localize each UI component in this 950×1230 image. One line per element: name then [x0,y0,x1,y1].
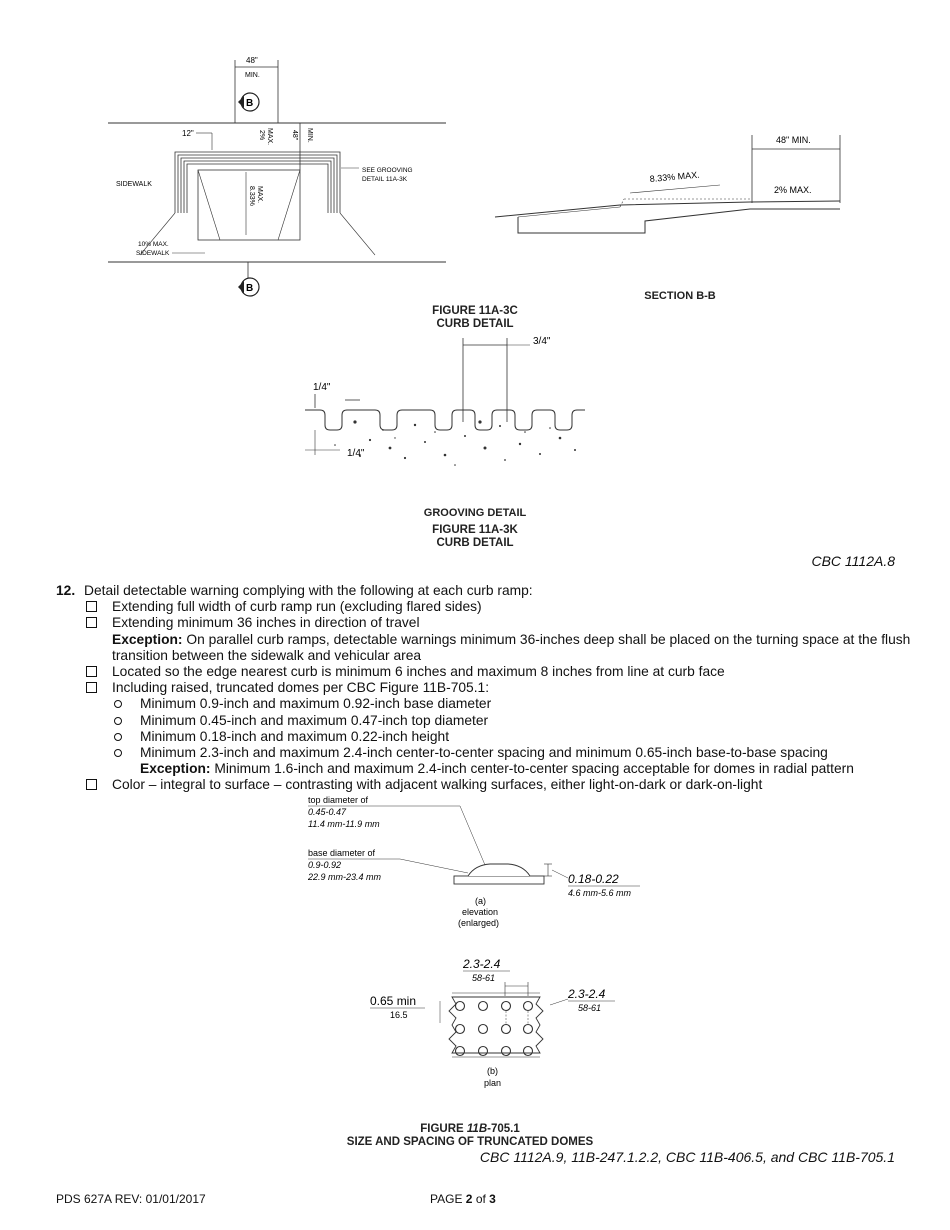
sidewalk-10-label-2: SIDEWALK [136,250,170,257]
figure-11a-3k-title: FIGURE 11A-3K CURB DETAIL [432,524,518,549]
checkbox-icon [86,617,97,629]
checkbox-icon [86,682,97,694]
height-label-1: 0.18-0.22 [568,872,619,886]
page-number: PAGE 2 of 3 [430,1192,496,1206]
dim-12-label: 12" [182,129,194,138]
dim-min-side: MIN. [306,128,313,143]
see-grooving-2: DETAIL 11A-3K [362,176,408,183]
dim-min-label: MIN. [245,72,260,79]
exception-note: Exception: Minimum 1.6-inch and maximum … [140,761,854,777]
spacing-top-1: 2.3-2.4 [462,957,501,971]
slope-833-label: 8.33% [248,186,255,206]
sidewalk-10-label-1: 10% MAX. [138,241,169,248]
spacing-top-2: 58-61 [472,973,495,983]
truncated-dome-figure: top diameter of 0.45-0.47 11.4 mm-11.9 m… [307,795,640,1088]
slope-2pct-max: MAX. [266,128,273,145]
groove-14-bottom: 1/4" [347,448,365,459]
exception-note: Exception: On parallel curb ramps, detec… [112,631,911,663]
section-bb-title: SECTION B-B [644,290,716,302]
section-intro: Detail detectable warning complying with… [84,583,533,598]
top-diameter-1: top diameter of [308,795,369,805]
bb-2pct-label: 2% MAX. [774,185,812,195]
base-diameter-1: base diameter of [308,848,376,858]
groove-14-top: 1/4" [313,382,331,393]
cbc-reference-1: CBC 1112A.8 [811,553,895,569]
grooving-detail-title: GROOVING DETAIL [423,507,527,519]
form-revision: PDS 627A REV: 01/01/2017 [56,1192,206,1206]
checklist-item: Including raised, truncated domes per CB… [56,680,916,696]
see-grooving-1: SEE GROOVING [362,167,413,174]
base-min-2: 16.5 [390,1010,408,1020]
checklist-item: Located so the edge nearest curb is mini… [56,664,916,680]
plan-label-2: plan [484,1078,501,1088]
section-number: 12. [56,583,76,598]
elevation-label-2: elevation [462,907,498,917]
curb-ramp-plan-figure: 48" MIN. B 12" 2% MAX. 48" MIN. SEE GROO… [108,56,446,297]
dim-48-label: 48" [246,56,258,65]
bullet-circle-icon [114,749,122,758]
base-diameter-3: 22.9 mm-23.4 mm [307,872,382,882]
base-diameter-2: 0.9-0.92 [308,860,341,870]
sidewalk-label: SIDEWALK [116,181,152,188]
spacing-side-2: 58-61 [578,1003,601,1013]
section-marker-bottom: B [238,277,260,297]
sub-item: Minimum 0.45-inch and maximum 0.47-inch … [56,713,916,729]
bullet-circle-icon [114,716,122,725]
top-diameter-2: 0.45-0.47 [308,807,347,817]
section-marker-top: B [238,92,260,112]
checkbox-icon [86,666,97,678]
checklist-item: Extending minimum 36 inches in direction… [56,615,916,631]
cbc-reference-2: CBC 1112A.9, 11B-247.1.2.2, CBC 11B-406.… [479,1149,895,1165]
sub-item: Minimum 0.18-inch and maximum 0.22-inch … [56,729,916,745]
spacing-side-1: 2.3-2.4 [567,987,606,1001]
elevation-label-1: (a) [475,896,486,906]
figure-11b-705-title: FIGURE 11B-705.1 SIZE AND SPACING OF TRU… [346,1123,594,1148]
groove-34-label: 3/4" [533,336,551,347]
checklist-item: Extending full width of curb ramp run (e… [56,599,916,615]
figure-11a-3c-title: FIGURE 11A-3C CURB DETAIL [432,305,518,330]
bb-48-min: 48" MIN. [776,135,811,145]
svg-text:B: B [246,283,253,294]
slope-833-max: MAX. [256,186,263,203]
bullet-circle-icon [114,732,122,741]
top-diameter-3: 11.4 mm-11.9 mm [308,819,380,829]
checkbox-icon [86,779,97,791]
bullet-circle-icon [114,700,122,709]
section-bb-figure: 48" MIN. 8.33% MAX. 2% MAX. [494,135,841,234]
checkbox-icon [86,601,97,613]
section-12: 12. Detail detectable warning complying … [56,583,916,794]
dim-48-side: 48" [291,130,298,141]
plan-label-1: (b) [487,1066,498,1076]
sub-item: Minimum 2.3-inch and maximum 2.4-inch ce… [56,745,916,761]
height-label-2: 4.6 mm-5.6 mm [568,888,632,898]
grooving-detail-figure: 3/4" 1/4" 1/4" [305,336,585,466]
svg-text:B: B [246,98,253,109]
slope-2pct-label: 2% [258,130,265,140]
sub-item: Minimum 0.9-inch and maximum 0.92-inch b… [56,696,916,712]
elevation-label-3: (enlarged) [458,918,499,928]
checklist-item: Color – integral to surface – contrastin… [56,777,916,793]
base-min-1: 0.65 min [370,994,416,1008]
bb-833-label: 8.33% MAX. [649,170,700,184]
